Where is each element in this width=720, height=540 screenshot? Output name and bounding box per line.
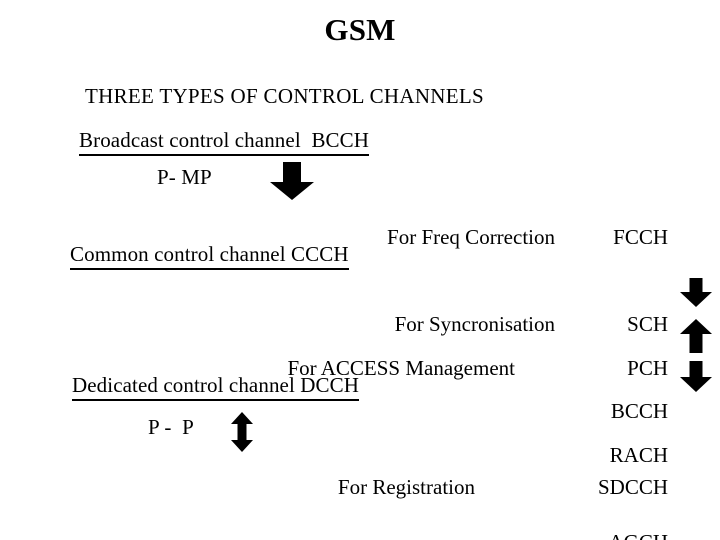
arrow-head-down: [680, 292, 712, 307]
down-block-arrow-icon: [270, 162, 314, 200]
arrow-stem: [283, 162, 301, 184]
acronyms-bcch: FCCH SCH BCCH: [520, 165, 668, 484]
description-line: For Registration: [337, 475, 475, 499]
description-bcch: For Freq Correction For Syncronisation: [240, 165, 555, 397]
acronym-item: AGCH: [520, 528, 668, 540]
arrow-stem: [689, 361, 703, 378]
arrow-stem: [689, 333, 703, 353]
acronyms-ccch: PCH RACH AGCH: [520, 296, 668, 540]
slide-title: GSM: [324, 12, 396, 47]
description-line: For Syncronisation: [394, 312, 555, 336]
slide-subtitle: THREE TYPES OF CONTROL CHANNELS: [85, 84, 484, 108]
down-arrow-icon-pch: [680, 278, 712, 307]
heading-dedicated-control-channel: Dedicated control channel DCCH: [72, 373, 359, 401]
heading-broadcast-control-channel: Broadcast control channel BCCH: [79, 128, 370, 156]
description-dcch: For Registration ,authentication & Hando…: [160, 415, 475, 540]
arrow-head-up: [680, 319, 712, 334]
acronym-item: SDCCH: [597, 475, 668, 499]
description-line: For ACCESS Management: [287, 356, 515, 380]
acronym-item: BCCH: [610, 399, 668, 423]
acronym-item: FCCH: [613, 225, 668, 249]
acronyms-dcch: SDCCH SACCH FACCH: [520, 415, 668, 540]
heading-common-control-channel: Common control channel CCCH: [70, 242, 349, 270]
label-p-mp: P- MP: [157, 165, 212, 189]
down-arrow-icon-agch: [680, 361, 712, 392]
label-p-p: P - P: [148, 415, 194, 439]
acronym-item: SCH: [627, 312, 668, 336]
up-down-double-arrow-icon: [231, 412, 253, 452]
description-line: For Freq Correction: [387, 225, 555, 249]
arrow-stem: [237, 423, 247, 441]
acronym-item: RACH: [609, 443, 668, 467]
arrow-stem: [689, 278, 703, 294]
description-ccch: For ACCESS Management: [200, 296, 515, 441]
up-arrow-icon-rach: [680, 319, 712, 353]
arrow-head-down: [680, 377, 712, 392]
acronym-item: PCH: [627, 356, 668, 380]
arrow-head-up: [231, 412, 253, 424]
arrow-head-down: [231, 440, 253, 452]
arrow-head-down: [270, 182, 314, 200]
